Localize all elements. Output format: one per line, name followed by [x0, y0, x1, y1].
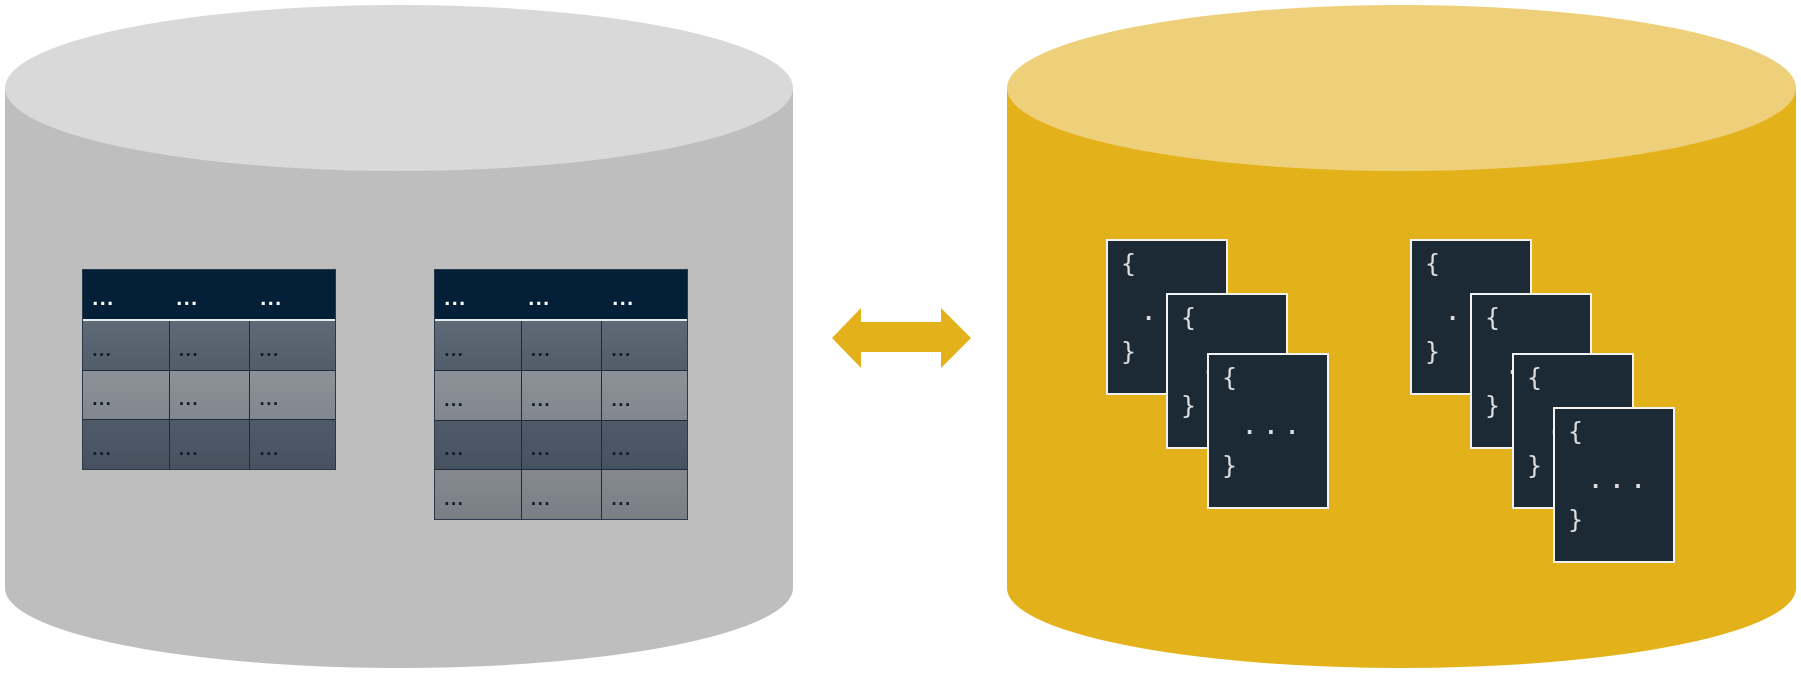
- relational-table-1: ... ... ... ... ... ... ... ... ... ... …: [82, 269, 336, 470]
- table-cell: ...: [92, 341, 113, 360]
- table-cell: ...: [601, 420, 687, 470]
- column-header: ...: [260, 290, 283, 310]
- table-body: ... ... ... ... ... ... ... ... ...: [83, 321, 335, 470]
- open-brace: {: [1485, 303, 1501, 332]
- table-cell: ...: [444, 341, 465, 360]
- document-content: ...: [1589, 469, 1653, 494]
- column-header: ...: [92, 290, 115, 310]
- table-cell: ...: [92, 391, 113, 410]
- table-cell: ...: [520, 370, 602, 420]
- table-cell: ...: [92, 441, 113, 460]
- table-header: ... ... ...: [435, 270, 687, 321]
- table-cell: ...: [601, 321, 687, 370]
- open-brace: {: [1181, 303, 1197, 332]
- column-header: ...: [444, 290, 467, 310]
- open-brace: {: [1121, 249, 1137, 278]
- table-cell: ...: [444, 441, 465, 460]
- table-cell: ...: [601, 370, 687, 420]
- table-cell: ...: [520, 470, 602, 519]
- table-body: ... ... ... ... ... ... ... ... ... ... …: [435, 321, 687, 519]
- table-cell: ...: [444, 491, 465, 509]
- table-cell: ...: [168, 321, 250, 370]
- table-cell: ...: [601, 470, 687, 519]
- column-header: ...: [176, 290, 199, 310]
- document-content: ...: [1243, 415, 1307, 440]
- table-row: ... ... ...: [83, 369, 335, 420]
- table-cell: ...: [520, 321, 602, 370]
- arrow-shape: [832, 308, 971, 368]
- open-brace: {: [1425, 249, 1441, 278]
- relational-cylinder-top: [5, 5, 793, 171]
- table-cell: ...: [249, 420, 335, 470]
- table-row: ... ... ...: [435, 321, 687, 370]
- open-brace: {: [1527, 363, 1543, 392]
- double-headed-arrow-icon: [832, 308, 971, 368]
- document-cylinder-top: [1007, 5, 1796, 171]
- close-brace: }: [1121, 337, 1137, 366]
- open-brace: {: [1568, 417, 1584, 446]
- column-header: ...: [528, 290, 551, 310]
- close-brace: }: [1527, 451, 1543, 480]
- table-cell: ...: [249, 370, 335, 420]
- close-brace: }: [1181, 391, 1197, 420]
- table-header: ... ... ...: [83, 270, 335, 321]
- close-brace: }: [1568, 505, 1584, 534]
- column-header: ...: [612, 290, 635, 310]
- close-brace: }: [1485, 391, 1501, 420]
- relational-database-cylinder: [5, 5, 793, 668]
- table-cell: ...: [520, 420, 602, 470]
- json-document: { ... }: [1553, 407, 1675, 563]
- table-row: ... ... ...: [435, 369, 687, 420]
- table-row: ... ... ...: [435, 419, 687, 470]
- close-brace: }: [1425, 337, 1441, 366]
- table-cell: ...: [444, 391, 465, 410]
- close-brace: }: [1222, 451, 1238, 480]
- table-cell: ...: [168, 370, 250, 420]
- table-cell: ...: [168, 420, 250, 470]
- table-row: ... ... ...: [83, 419, 335, 470]
- table-row: ... ... ...: [83, 321, 335, 370]
- relational-cylinder-body: [5, 88, 793, 668]
- relational-table-2: ... ... ... ... ... ... ... ... ... ... …: [434, 269, 688, 520]
- open-brace: {: [1222, 363, 1238, 392]
- table-cell: ...: [249, 321, 335, 370]
- table-row: ... ... ...: [435, 469, 687, 519]
- json-document: { ... }: [1207, 353, 1329, 509]
